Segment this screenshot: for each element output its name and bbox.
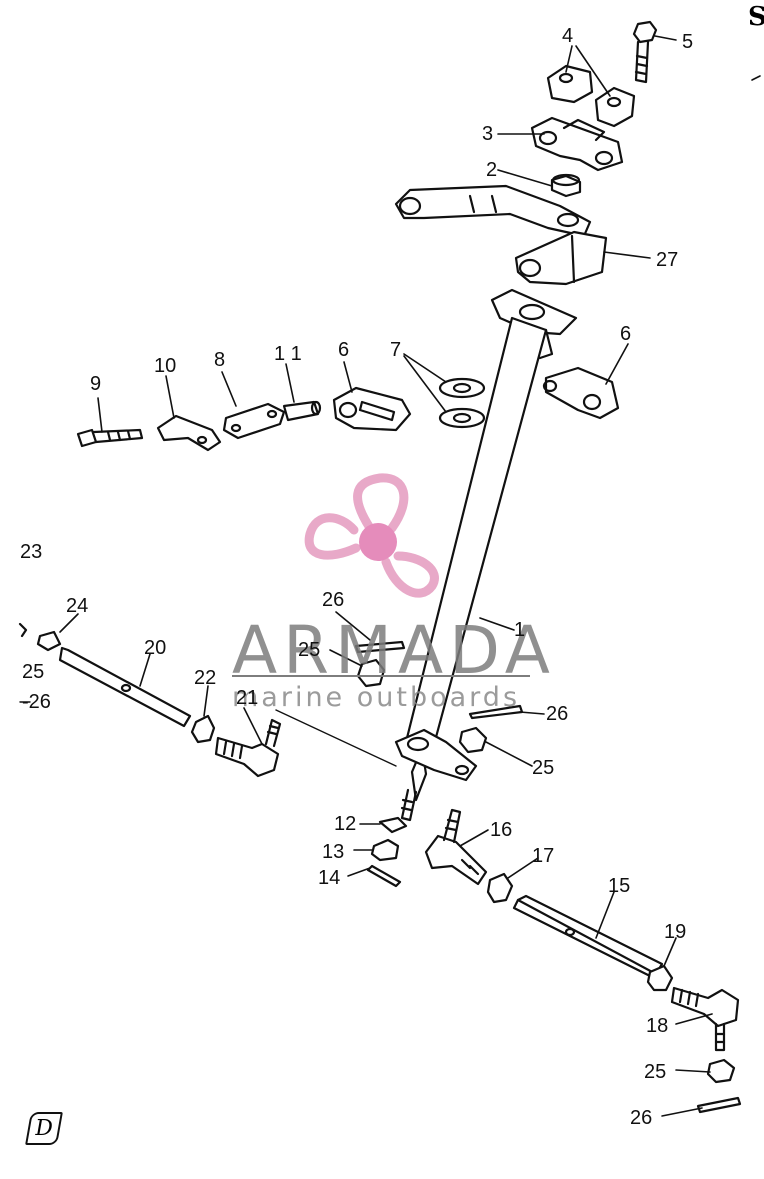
callout-3: 3	[482, 123, 494, 145]
callout-12: 12	[334, 813, 357, 835]
part-4-clamps	[546, 64, 636, 128]
edge-mark	[751, 75, 761, 81]
callout-16: 16	[490, 819, 513, 841]
callout-17: 17	[532, 845, 555, 867]
watermark-tagline: marine outboards	[232, 682, 521, 713]
callout-1: 1	[514, 619, 526, 641]
callout-11: 1 1	[274, 343, 302, 365]
part-18-ball-joint	[670, 986, 740, 1052]
part-20-tie-rod	[58, 646, 192, 728]
steering-handle-arm	[394, 184, 592, 238]
callout-6-right: 6	[620, 323, 632, 345]
watermark-brand: ARMADA	[232, 612, 556, 689]
part-10-bracket	[156, 414, 222, 452]
callout-26-bottom: 26	[630, 1107, 653, 1129]
callout-7: 7	[390, 339, 402, 361]
callout-22: 22	[194, 667, 217, 689]
callout-10: 10	[154, 355, 177, 377]
part-9-bolt	[76, 428, 144, 448]
part-8-link-plate	[222, 402, 286, 440]
callout-13: 13	[322, 841, 345, 863]
armada-propeller-logo-icon	[304, 473, 439, 598]
callout-25-center: 25	[298, 639, 321, 661]
part-2-bushing	[550, 173, 582, 198]
propeller-hub-icon	[359, 523, 397, 561]
callout-6-left: 6	[338, 339, 350, 361]
callout-26-right: 26	[546, 703, 569, 725]
callout-26-center: 26	[322, 589, 345, 611]
callout-19: 19	[664, 921, 687, 943]
callout-9: 9	[90, 373, 102, 395]
page-corner-mark: D	[25, 1112, 63, 1145]
callout-26-left: -26	[22, 691, 51, 713]
part-3-upper-bracket	[530, 116, 624, 172]
part-5-bolt	[632, 20, 658, 84]
callout-25-right: 25	[532, 757, 555, 779]
parts-12-13-14	[366, 816, 408, 888]
callout-18: 18	[646, 1015, 669, 1037]
part-21-ball-joint	[214, 718, 282, 778]
callout-8: 8	[214, 349, 226, 371]
callout-25-left: 25	[22, 661, 45, 683]
part-11-pin	[282, 400, 322, 422]
callout-5: 5	[682, 31, 694, 53]
callout-4: 4	[562, 25, 574, 47]
callout-21: 21	[236, 687, 259, 709]
part-6-left-block	[332, 386, 412, 432]
edge-fragment-text: S	[748, 2, 764, 32]
part-6-right-block	[542, 366, 620, 420]
callout-2: 2	[486, 159, 498, 181]
callout-23: 23	[20, 541, 43, 563]
part-26-bottom-pin	[696, 1096, 742, 1114]
part-27-bracket	[514, 230, 608, 286]
part-15-tie-rod	[512, 894, 664, 978]
part-24-nut	[18, 622, 62, 652]
callout-25-bottom: 25	[644, 1061, 667, 1083]
part-25-bottom-nut	[706, 1058, 736, 1084]
part-26-cotter-pins	[354, 640, 524, 720]
callout-24: 24	[66, 595, 89, 617]
part-17-nut	[486, 872, 514, 904]
callout-27: 27	[656, 249, 679, 271]
lower-steering-arm	[394, 728, 478, 782]
part-25-nuts-center	[356, 658, 488, 754]
part-22-nut	[190, 714, 216, 744]
part-16-ball-joint	[424, 808, 488, 886]
part-7-clips	[438, 377, 486, 429]
callout-15: 15	[608, 875, 631, 897]
guide-lines	[19, 701, 397, 767]
leader-lines	[59, 35, 713, 1117]
callout-20: 20	[144, 637, 167, 659]
callout-14: 14	[318, 867, 341, 889]
